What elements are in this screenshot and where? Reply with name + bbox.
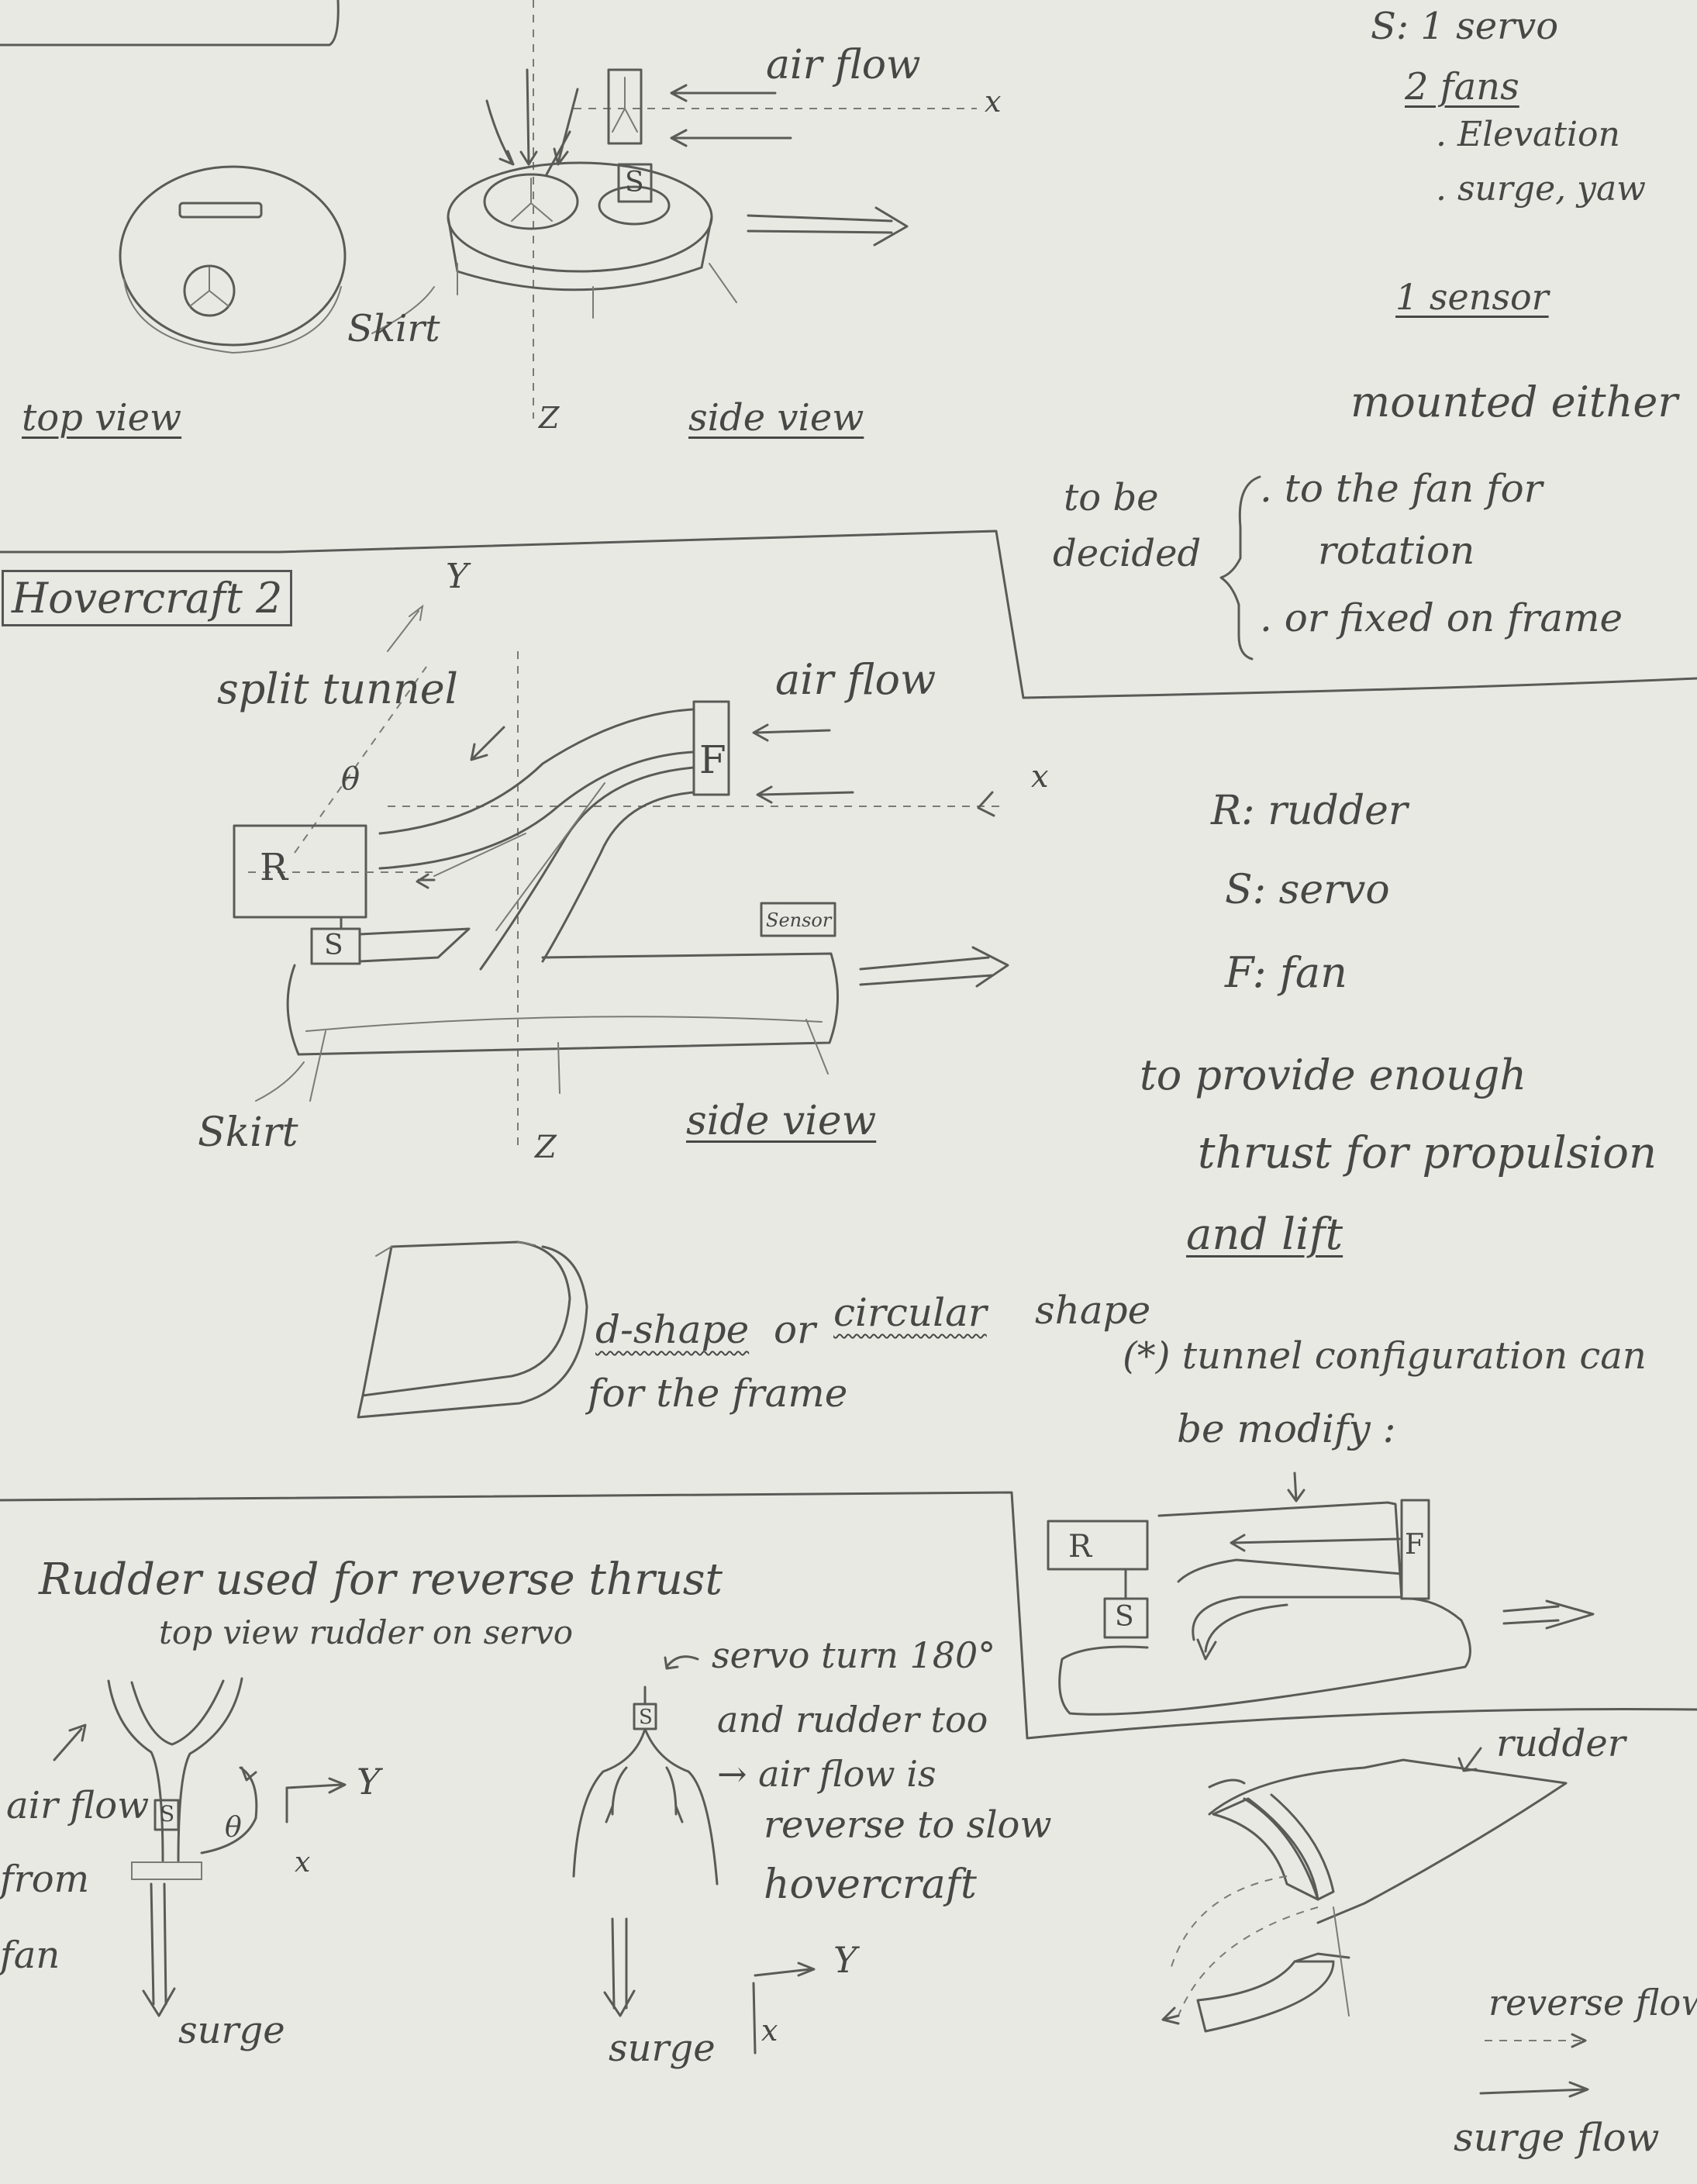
hovercraft1-top-view [119,165,347,354]
surge-label-2: surge [609,2027,716,2070]
theta-label: θ [341,761,360,797]
rudder-box-label: R [260,846,288,889]
notes-fans: 2 fans [1405,65,1519,109]
section3-divider [0,1491,1697,1740]
skirt-label-2: Skirt [198,1109,298,1156]
reversed-servo-sketch [572,1655,816,2055]
servo-note-3: → air flow is [717,1753,936,1795]
notes-servo: S: 1 servo [1371,5,1559,48]
servo-box-label-2: S [324,930,343,961]
notes-sensor: 1 sensor [1395,276,1549,318]
axis-z-label-2: Z [535,1130,557,1165]
tunnel-fan-box-label: F [1405,1529,1424,1561]
legend-purpose-1: to provide enough [1140,1051,1527,1099]
d-shape-frame-sketch [357,1240,588,1419]
section2-frame [0,530,1697,699]
legend-fan: F: fan [1225,948,1347,997]
top-view-label: top view [22,396,182,440]
decision-bracket [1219,475,1261,661]
rudder-3d-sketch [1161,1747,1589,2098]
axis-x-label-3: x [295,1847,311,1879]
split-tunnel-label: split tunnel [217,664,458,713]
side-view-label-2: side view [686,1098,877,1144]
tunnel-servo-box-label: S [1115,1601,1134,1633]
title-box-fragment [0,0,340,47]
axis-x-label-2: x [1031,759,1049,795]
legend-rudder: R: rudder [1211,788,1408,834]
rudder-label: rudder [1496,1722,1626,1765]
notes-elevation: . Elevation [1436,115,1620,154]
hovercraft2-side-view [233,604,1009,1151]
hovercraft1-side-view [371,0,977,419]
servo-box-label: S [625,167,644,198]
axis-y-label-3: Y [357,1761,381,1803]
air-flow-label: air flow [766,42,921,88]
axis-z-label: Z [539,401,560,435]
theta-label-2: θ [225,1812,242,1844]
fan-box-label: F [699,737,726,782]
frame-note-circular: circular [833,1290,987,1335]
sensor-box-label: Sensor [766,909,832,931]
notes-tbd-2: decided [1053,532,1202,575]
servo-box-label-3: S [160,1801,175,1827]
surge-label-1: surge [178,2009,285,2052]
side-view-label: side view [688,396,864,440]
notes-surge-yaw: . surge, yaw [1436,169,1646,209]
servo-note-5: hovercraft [764,1861,977,1908]
rudder-section-title: Rudder used for reverse thrust [39,1554,723,1605]
air-flow-note-2: from [0,1858,90,1901]
tunnel-note-2: be modify : [1177,1406,1396,1451]
tunnel-variant-sketch [1047,1472,1595,1716]
servo-note-4: reverse to slow [764,1803,1052,1847]
air-flow-note-3: fan [0,1934,60,1977]
axis-x-label: x [985,85,1002,119]
legend-purpose-2: thrust for propulsion [1198,1128,1657,1178]
surge-flow-label: surge flow [1454,2115,1660,2160]
notes-option2: . or fixed on frame [1260,595,1623,640]
tunnel-note-1: (*) tunnel configuration can [1123,1334,1647,1378]
axis-x-label-4: x [761,2013,778,2048]
air-flow-label-2: air flow [775,655,936,704]
skirt-label: Skirt [347,307,440,350]
servo-note-2: and rudder too [717,1699,988,1741]
legend-purpose-3: and lift [1186,1209,1343,1260]
servo-box-label-4: S [639,1706,653,1729]
rudder-section-subtitle: top view rudder on servo [159,1613,574,1651]
axis-y-label: Y [446,557,469,596]
frame-note-shape: shape [1035,1288,1151,1333]
tunnel-rudder-box-label: R [1068,1529,1092,1565]
hovercraft2-title: Hovercraft 2 [2,570,293,626]
notes-tbd-1: to be [1064,476,1159,519]
reverse-flow-label: reverse flow [1488,1982,1697,2024]
frame-note-dshape: d-shape [595,1307,750,1352]
frame-note-frame: for the frame [588,1371,848,1416]
notes-option1-a: . to the fan for [1260,466,1543,511]
frame-note-or: or [774,1307,816,1352]
air-flow-note-1: air flow [6,1784,150,1827]
notes-mounted: mounted either [1350,378,1678,426]
legend-servo: S: servo [1225,867,1390,913]
servo-note-1: servo turn 180° [712,1634,996,1676]
rudder-top-view-sketch [53,1677,347,2017]
notes-option1-b: rotation [1318,528,1475,573]
axis-y-label-4: Y [833,1939,857,1981]
